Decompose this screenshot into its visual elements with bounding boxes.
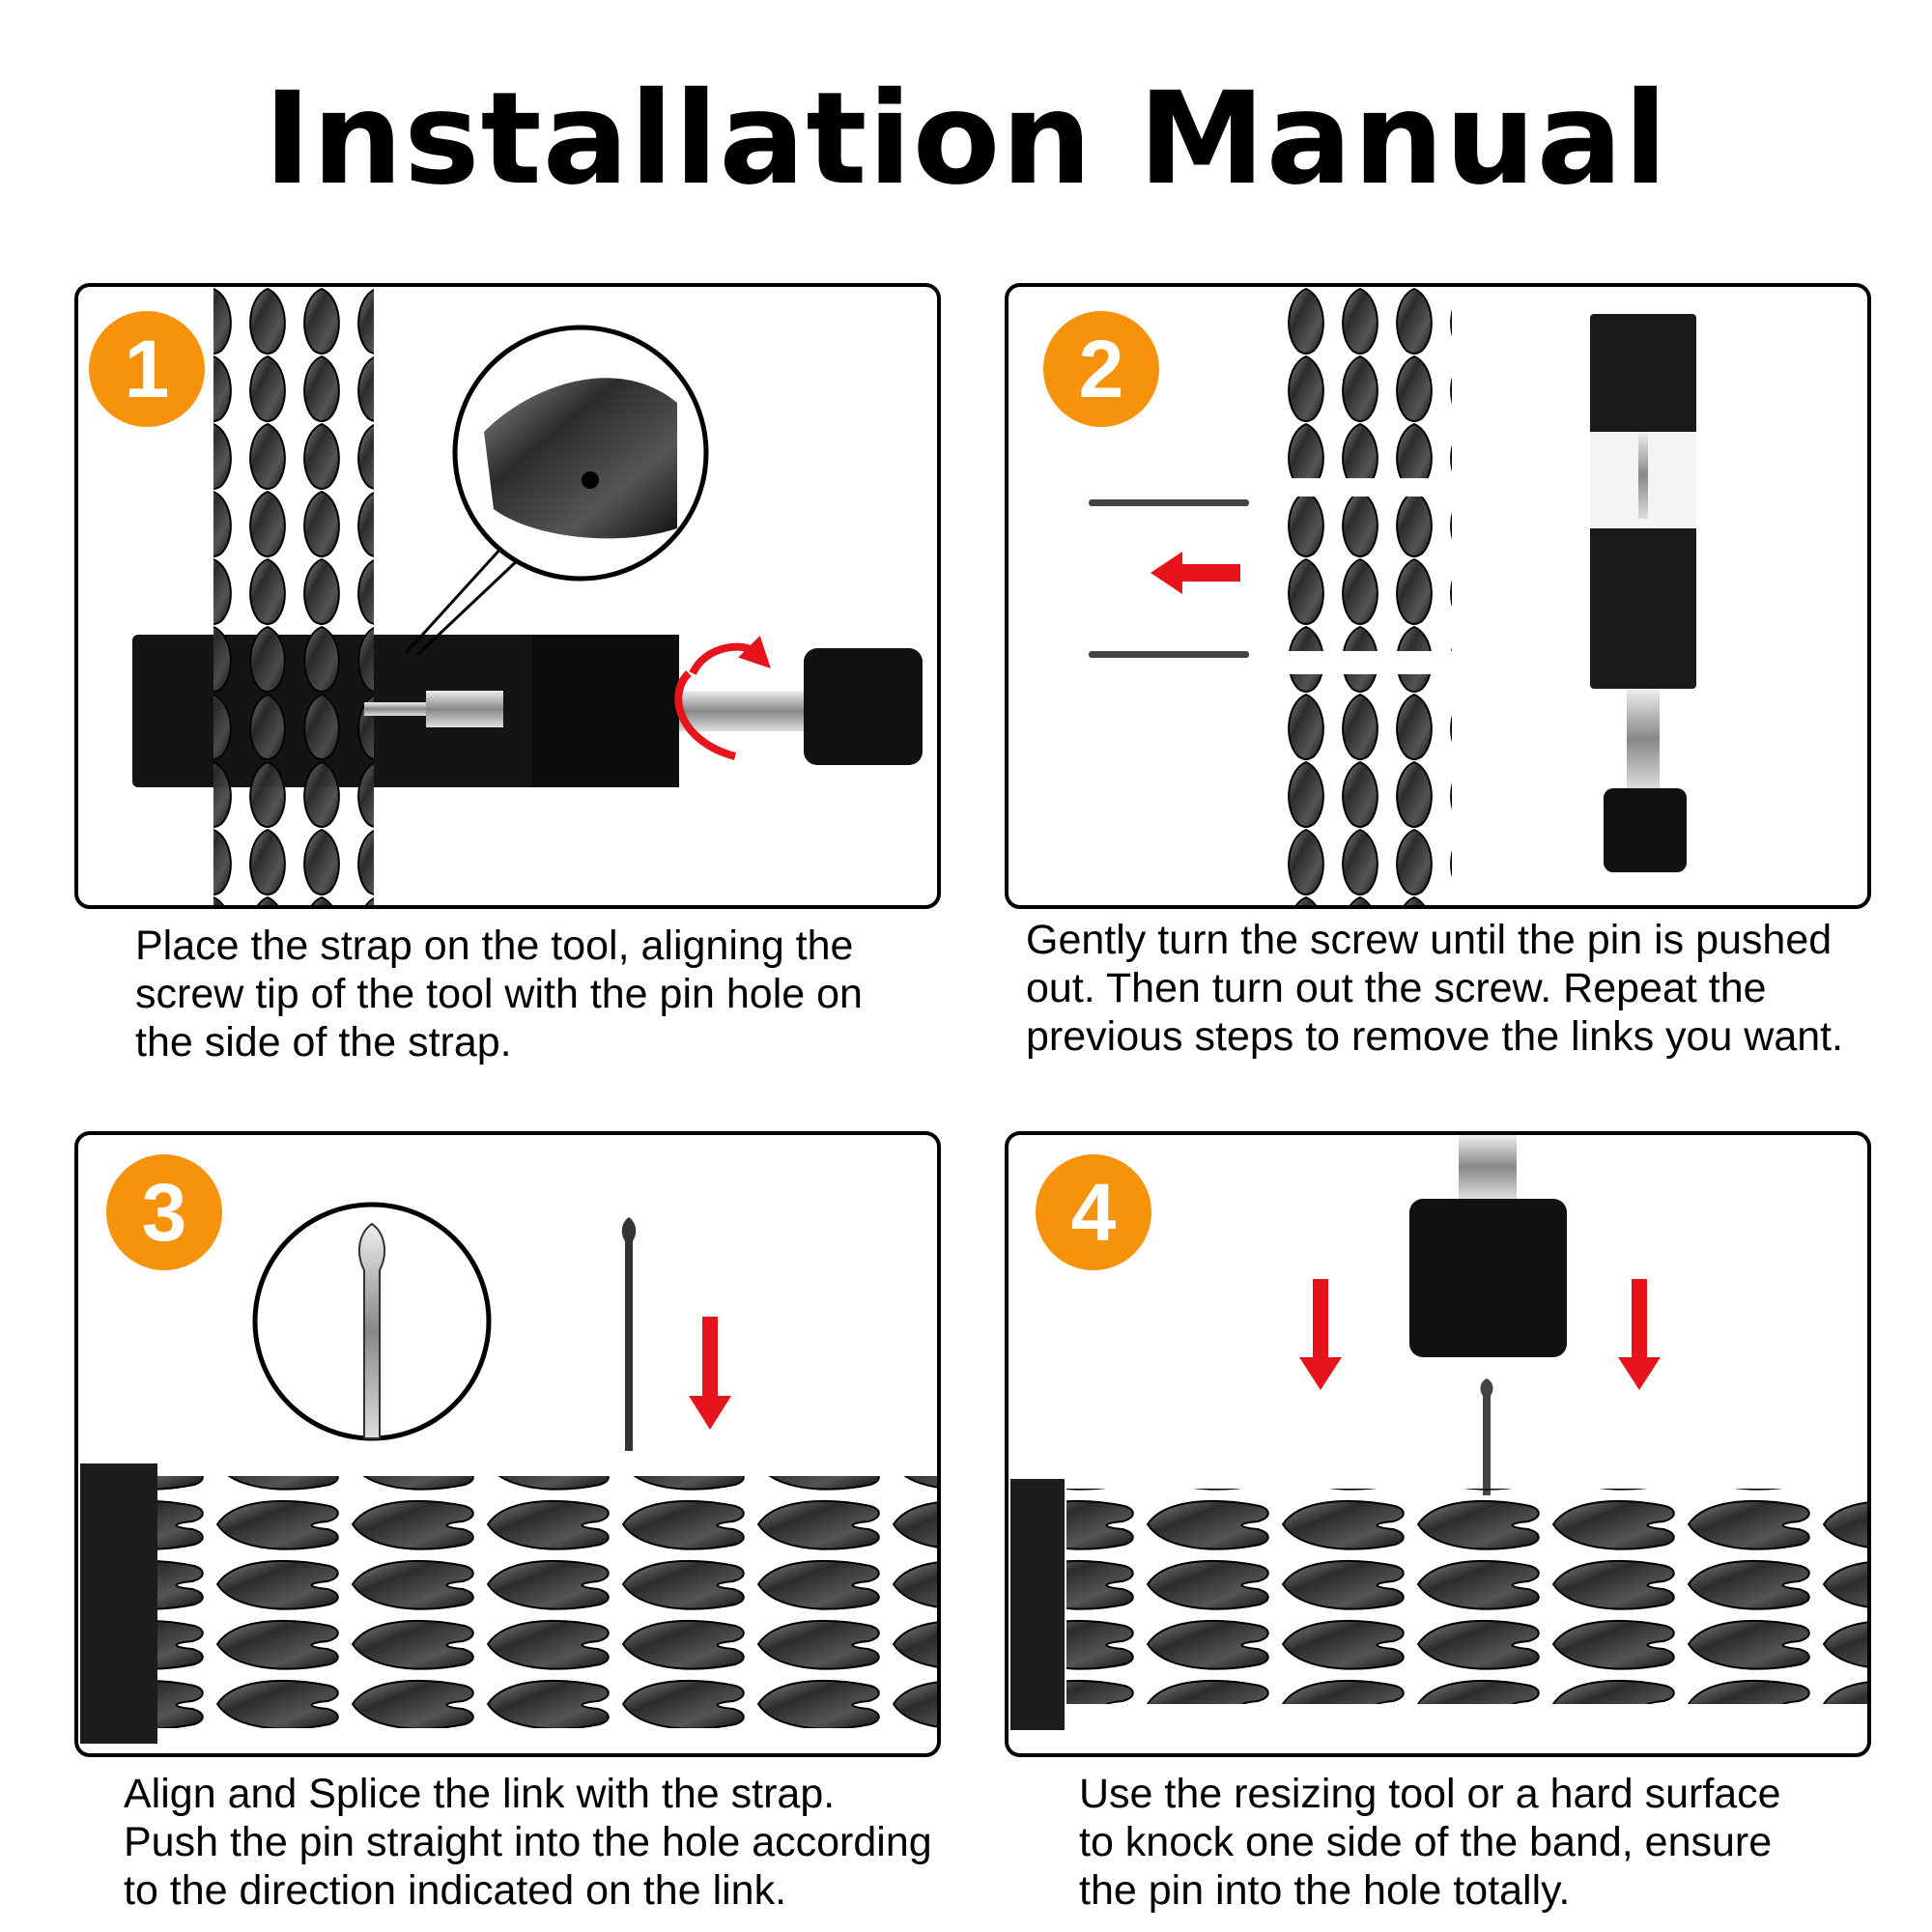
strap-clasp [80,1463,157,1744]
step-4-illustration [1010,1135,1867,1730]
caption-line: Use the resizing tool or a hard surface [1079,1771,1781,1817]
step-2-panel: 2 [1005,283,1871,909]
caption-line: screw tip of the tool with the pin hole … [135,971,863,1017]
step-1-panel: 1 [74,283,941,909]
down-arrow-icon [1299,1357,1342,1390]
step-4-panel: 4 [1005,1131,1871,1757]
pin-hole [582,471,599,489]
strap-lower [1280,674,1452,905]
pin-1 [1089,499,1249,506]
caption-line: Align and Splice the link with the strap… [124,1771,836,1817]
tool-knob [1604,788,1687,872]
watch-strap [136,1476,937,1728]
step-4-badge: 4 [1036,1154,1151,1270]
removed-link [1280,497,1452,651]
caption-line: Place the strap on the tool, aligning th… [135,923,854,969]
step-2-illustration [1089,287,1696,905]
caption-line: Gently turn the screw until the pin is p… [1026,917,1833,963]
screw [679,691,807,731]
watch-strap [213,287,374,905]
caption-line: previous steps to remove the links you w… [1026,1013,1844,1060]
step-1-badge: 1 [89,311,205,427]
watch-strap [1066,1489,1867,1704]
caption-line: the side of the strap. [135,1019,512,1065]
step-1-caption: Place the strap on the tool, aligning th… [135,922,863,1066]
pin-2 [1089,651,1249,658]
left-arrow-icon [1151,552,1182,594]
page-title: Installation Manual [263,65,1669,213]
step-2-caption: Gently turn the screw until the pin is p… [1026,916,1843,1061]
tool-knob [1409,1199,1567,1357]
screw [1459,1135,1517,1199]
caption-line: to knock one side of the band, ensure [1079,1819,1773,1865]
down-arrow-icon [1618,1357,1661,1390]
step-3-caption: Align and Splice the link with the strap… [124,1770,932,1915]
step-4-caption: Use the resizing tool or a hard surface … [1079,1770,1781,1915]
caption-line: Push the pin straight into the hole acco… [124,1819,932,1865]
step-3-illustration [80,1202,937,1744]
strap-upper [1280,287,1452,478]
step-3-panel: 3 [74,1131,941,1757]
caption-line: out. Then turn out the screw. Repeat the [1026,965,1767,1011]
caption-line: the pin into the hole totally. [1079,1867,1571,1914]
step-2-badge: 2 [1043,311,1159,427]
strap-clasp [1010,1479,1065,1730]
caption-line: to the direction indicated on the link. [124,1867,787,1914]
down-arrow-icon [689,1396,731,1430]
knob [804,648,923,765]
rotate-arrow-icon [689,636,772,675]
step-3-badge: 3 [106,1154,222,1270]
step-1-illustration [132,287,923,905]
